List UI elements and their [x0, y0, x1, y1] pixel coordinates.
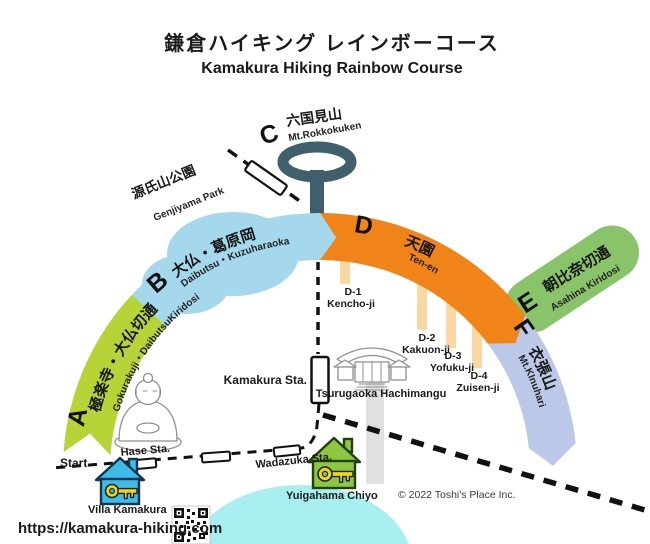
railway-line-yokosuka-east — [322, 412, 650, 515]
temple-d2-name: Kakuon-ji — [402, 344, 450, 356]
temple-d1-name: Kencho-ji — [327, 298, 375, 310]
kamakura-station-label: Kamakura Sta. — [224, 373, 307, 387]
villa-kamakura-house-icon — [94, 456, 146, 506]
genjiyama-park-label-jp: 源氏山公園 — [129, 162, 198, 202]
hachimangu-shrine-label: Tsurugaoka Hachimangu — [316, 388, 447, 400]
segment-d-letter: D — [352, 210, 375, 241]
railway-line-enoden — [51, 403, 321, 470]
temple-d4-code: D-4 — [471, 370, 488, 382]
key-icon — [104, 483, 138, 500]
temple-d4-name: Zuisen-ji — [456, 382, 499, 394]
segment-a-letter: A — [62, 405, 93, 429]
segment-b-shape — [132, 213, 337, 327]
temple-d2-code: D-2 — [419, 332, 436, 344]
yuigahama-station-marker — [200, 450, 232, 464]
sea-shape — [191, 485, 409, 544]
wadazuka-station-marker — [272, 444, 302, 458]
start-label: Start — [60, 456, 87, 470]
segment-a-shape — [63, 294, 167, 456]
hachimangu-shrine-illustration — [333, 347, 411, 391]
segment-d-shape — [320, 213, 526, 344]
kamakura-station-marker — [310, 355, 330, 405]
segment-e-shape — [504, 225, 640, 333]
temple-d1-code: D-1 — [345, 286, 362, 298]
temple-d3-name: Yofuku-ji — [430, 362, 474, 374]
key-icon — [317, 466, 354, 483]
page-title-en: Kamakura Hiking Rainbow Course — [201, 60, 462, 77]
website-url: https://kamakura-hiking.com — [18, 520, 222, 537]
segment-c-loop-icon — [277, 141, 357, 183]
page-title-jp: 鎌倉ハイキング レインボーコース — [163, 31, 500, 55]
copyright-text: © 2022 Toshi's Place Inc. — [398, 489, 516, 501]
temple-d3-code: D-3 — [445, 350, 462, 362]
yuigahama-chiyo-house-icon — [306, 436, 362, 490]
kita-kamakura-station-marker — [244, 160, 288, 196]
segment-c-letter: C — [256, 118, 282, 150]
qr-code — [171, 505, 211, 544]
temple-tick-d2 — [417, 268, 427, 330]
segment-c-name-jp: 六国見山 — [285, 105, 343, 129]
temple-tick-d3 — [446, 278, 456, 348]
great-buddha-illustration — [114, 372, 182, 452]
segment-f-shape — [487, 315, 576, 466]
yuigahama-chiyo-label: Yuigahama Chiyo — [286, 490, 378, 502]
hase-station-label: Hase Sta. — [120, 443, 170, 459]
villa-kamakura-label: Villa Kamakura — [88, 504, 168, 516]
